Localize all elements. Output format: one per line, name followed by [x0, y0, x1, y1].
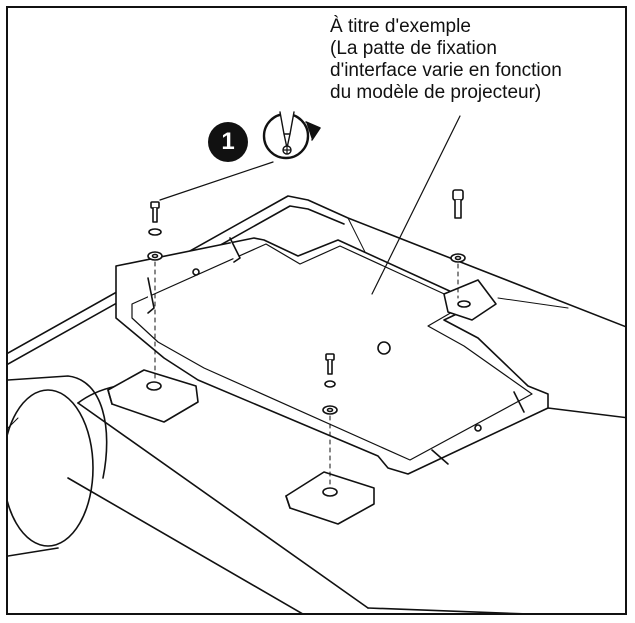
caption-line: (La patte de fixation [330, 38, 497, 59]
caption-line: À titre d'exemple [330, 16, 471, 37]
bracket-foot-left [107, 369, 199, 423]
illustration-frame: 1 À titre d'exemple (La patte de fixatio… [6, 6, 627, 615]
screw-right [450, 189, 466, 299]
caption-leader-line [371, 115, 461, 295]
screw-front [322, 353, 338, 485]
mounting-illustration [8, 111, 625, 613]
illustration-caption: À titre d'exemple (La patte de fixation … [330, 16, 625, 104]
step-number-badge: 1 [208, 122, 248, 162]
screwdriver-rotate-clockwise-icon [262, 111, 321, 160]
bracket-foot-front [285, 471, 375, 525]
caption-line: d'interface varie en fonction [330, 60, 562, 81]
step-leader-line [159, 161, 274, 201]
bracket-foot-right [443, 279, 497, 321]
caption-line: du modèle de projecteur) [330, 82, 542, 103]
screw-left [147, 201, 163, 381]
